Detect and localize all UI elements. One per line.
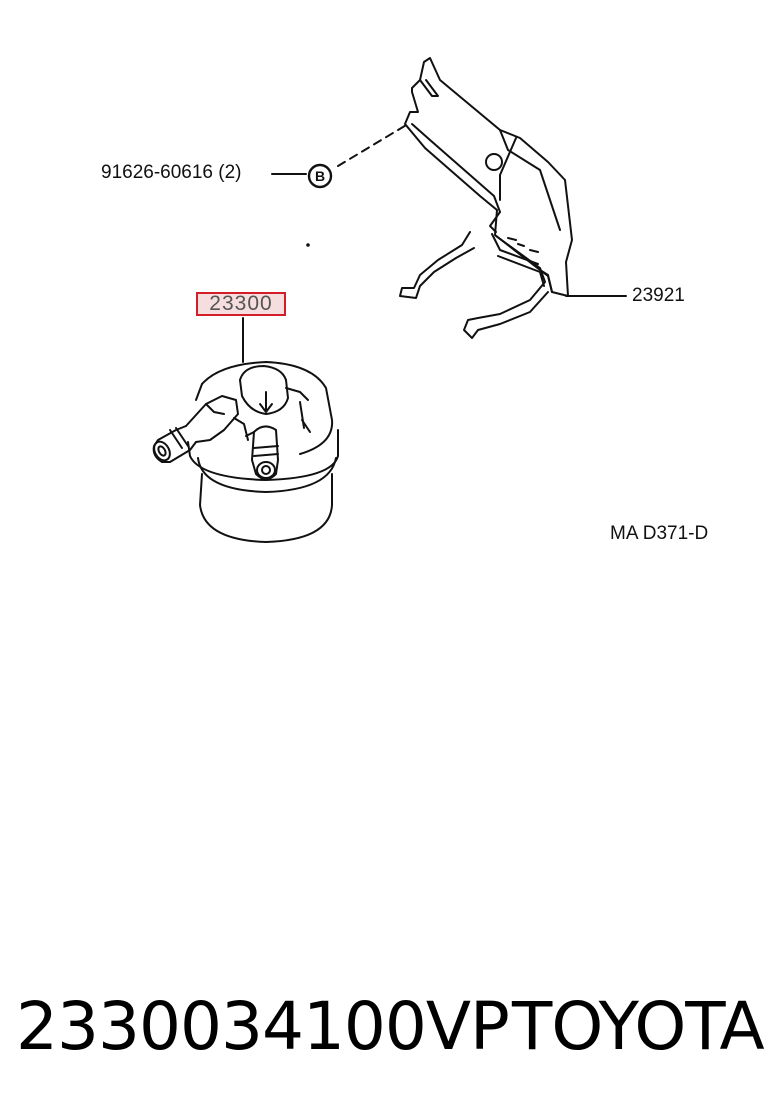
stray-dot bbox=[306, 243, 310, 247]
footer-part-number: 2330034100VP bbox=[16, 988, 510, 1065]
bolt-part-number[interactable]: 91626-60616 (2) bbox=[101, 162, 242, 183]
bracket-illustration bbox=[399, 57, 573, 339]
footer-brand: TOYOTA bbox=[512, 988, 765, 1065]
bolt-marker-letter: B bbox=[315, 168, 326, 184]
filter-part-number-highlight[interactable]: 23300 bbox=[196, 292, 286, 316]
bolt-marker-circle bbox=[307, 163, 333, 189]
bolt-leader-dashed bbox=[337, 123, 409, 167]
bracket-part-number[interactable]: 23921 bbox=[632, 285, 685, 306]
drawing-code: MA D371-D bbox=[610, 523, 709, 544]
fuel-filter-illustration bbox=[152, 361, 339, 543]
